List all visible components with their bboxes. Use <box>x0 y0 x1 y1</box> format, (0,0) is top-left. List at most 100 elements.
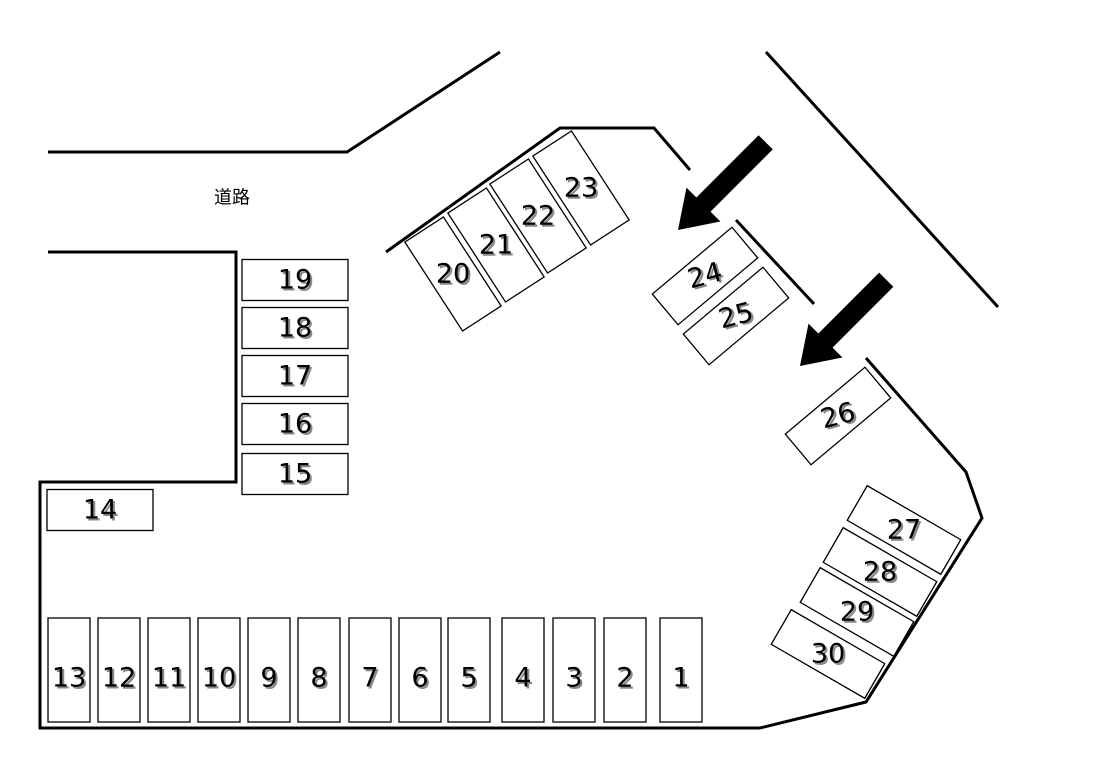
parking-space-number-shadow: 11 <box>154 665 188 696</box>
parking-space-outline <box>241 452 349 496</box>
parking-space-1: 11 <box>659 617 703 723</box>
parking-space-number-shadow: 1 <box>674 665 691 696</box>
parking-space-number-shadow: 5 <box>462 665 479 696</box>
parking-space-number-shadow: 10 <box>204 665 238 696</box>
parking-space-number: 4 <box>514 663 531 694</box>
parking-space-number: 15 <box>278 459 312 490</box>
parking-space-number: 14 <box>83 495 117 526</box>
parking-space-number-shadow: 20 <box>438 261 472 292</box>
parking-space-number: 6 <box>411 663 428 694</box>
entrance-arrow-lower <box>800 272 894 366</box>
parking-space-outline <box>659 617 703 723</box>
parking-space-number-shadow: 6 <box>413 665 430 696</box>
parking-space-number-shadow: 19 <box>280 267 314 298</box>
parking-space-outline <box>603 617 647 723</box>
parking-space-number: 22 <box>521 201 555 232</box>
parking-space-number-shadow: 21 <box>481 232 515 263</box>
parking-space-number-shadow: 29 <box>842 599 876 630</box>
parking-space-outline <box>552 617 596 723</box>
parking-space-number: 20 <box>436 259 470 290</box>
parking-space-number-shadow: 3 <box>567 665 584 696</box>
parking-space-number: 29 <box>840 597 874 628</box>
parking-space-outline <box>97 617 141 723</box>
parking-space-outline <box>47 617 91 723</box>
parking-space-outline <box>501 617 545 723</box>
parking-space-number-shadow: 8 <box>312 665 329 696</box>
parking-space-outline <box>241 402 349 446</box>
parking-space-number: 16 <box>278 409 312 440</box>
parking-space-outline <box>241 354 349 398</box>
parking-space-outline <box>348 617 392 723</box>
parking-space-outline <box>770 608 886 700</box>
parking-space-number-shadow: 9 <box>262 665 279 696</box>
parking-space-number: 19 <box>278 265 312 296</box>
parking-space-7: 77 <box>348 617 392 723</box>
parking-space-number: 10 <box>202 663 236 694</box>
parking-space-number: 21 <box>479 230 513 261</box>
parking-space-number: 28 <box>863 557 897 588</box>
parking-space-number: 7 <box>361 663 378 694</box>
parking-space-number: 30 <box>811 639 845 670</box>
road-far-edge <box>764 50 1000 309</box>
parking-space-outline <box>46 488 154 532</box>
parking-space-number: 12 <box>102 663 136 694</box>
road-upper-edge <box>48 50 501 154</box>
parking-space-number-shadow: 13 <box>54 665 88 696</box>
lot-boundary-main <box>38 250 984 730</box>
parking-space-outline <box>446 187 546 303</box>
parking-space-number-shadow: 18 <box>280 315 314 346</box>
parking-space-outline <box>247 617 291 723</box>
parking-space-outline <box>531 130 631 246</box>
parking-space-outline <box>799 566 915 658</box>
parking-space-number: 8 <box>310 663 327 694</box>
parking-space-number-shadow: 22 <box>523 203 557 234</box>
parking-space-2: 22 <box>603 617 647 723</box>
parking-space-outline <box>822 526 938 618</box>
parking-space-number: 1 <box>672 663 689 694</box>
parking-space-number-shadow: 7 <box>363 665 380 696</box>
parking-space-outline <box>784 366 892 466</box>
parking-space-number: 5 <box>460 663 477 694</box>
parking-space-4: 44 <box>501 617 545 723</box>
parking-space-number: 13 <box>52 663 86 694</box>
parking-space-number-shadow: 30 <box>813 641 847 672</box>
parking-space-8: 88 <box>297 617 341 723</box>
parking-space-number: 23 <box>564 173 598 204</box>
parking-space-number-shadow: 2 <box>618 665 635 696</box>
parking-space-outline <box>403 216 503 332</box>
parking-spaces: 1122334455667788991010111112121313141415… <box>46 130 962 723</box>
road-label: 道路 <box>214 188 250 209</box>
parking-space-number-shadow: 14 <box>85 497 119 528</box>
lot-boundary-top <box>385 126 692 254</box>
parking-space-number-shadow: 17 <box>280 363 314 394</box>
parking-space-outline <box>297 617 341 723</box>
parking-space-number-shadow: 27 <box>889 517 923 548</box>
parking-space-number: 9 <box>260 663 277 694</box>
entrance-arrow-upper <box>678 135 773 230</box>
parking-space-6: 66 <box>398 617 442 723</box>
parking-space-outline <box>241 258 349 302</box>
parking-space-9: 99 <box>247 617 291 723</box>
parking-space-outline <box>197 617 241 723</box>
parking-space-3: 33 <box>552 617 596 723</box>
parking-space-outline <box>488 158 588 274</box>
parking-space-number: 11 <box>152 663 186 694</box>
parking-space-number-shadow: 15 <box>280 461 314 492</box>
